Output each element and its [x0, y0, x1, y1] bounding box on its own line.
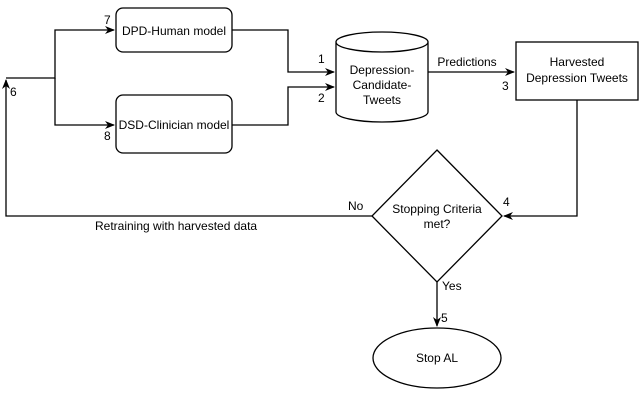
candidate-label-2: Candidate-	[353, 78, 412, 92]
step-7: 7	[104, 13, 111, 27]
edge-harvested-to-stopping	[503, 100, 578, 220]
step-3: 3	[502, 79, 509, 93]
candidate-tweets-cylinder	[335, 31, 429, 123]
step-2: 2	[318, 91, 325, 105]
dpd-human-model-box	[115, 7, 233, 53]
step-8: 8	[104, 129, 111, 143]
edge-to-dpd	[6, 26, 115, 79]
candidate-label-1: Depression-	[350, 63, 415, 77]
harvested-label-1: Harvested	[550, 55, 605, 69]
edge-no-retraining	[1, 79, 373, 217]
predictions-label: Predictions	[437, 55, 496, 69]
edge-to-dsd	[54, 78, 115, 129]
edge-dpd-to-candidates	[232, 29, 335, 76]
dsd-clinician-model-box	[115, 94, 233, 154]
stopping-criteria-diamond	[371, 149, 503, 283]
retraining-label: Retraining with harvested data	[95, 219, 257, 233]
harvested-label-2: Depression Tweets	[526, 71, 628, 85]
harvested-tweets-box	[515, 41, 639, 101]
no-label: No	[348, 199, 364, 213]
stop-al-ellipse	[372, 327, 502, 389]
candidate-label-3: Tweets	[363, 93, 401, 107]
step-5: 5	[441, 311, 448, 325]
stopping-label-2: met?	[424, 217, 451, 231]
dpd-human-label: DPD-Human model	[122, 24, 226, 38]
step-1: 1	[318, 52, 325, 66]
step-6: 6	[10, 85, 17, 99]
stopping-label-1: Stopping Criteria	[392, 202, 482, 216]
edge-dsd-to-candidates	[232, 83, 335, 126]
dsd-clinician-label: DSD-Clinician model	[119, 118, 230, 132]
yes-label: Yes	[442, 279, 462, 293]
step-4: 4	[503, 195, 510, 209]
stop-al-label: Stop AL	[416, 351, 458, 365]
